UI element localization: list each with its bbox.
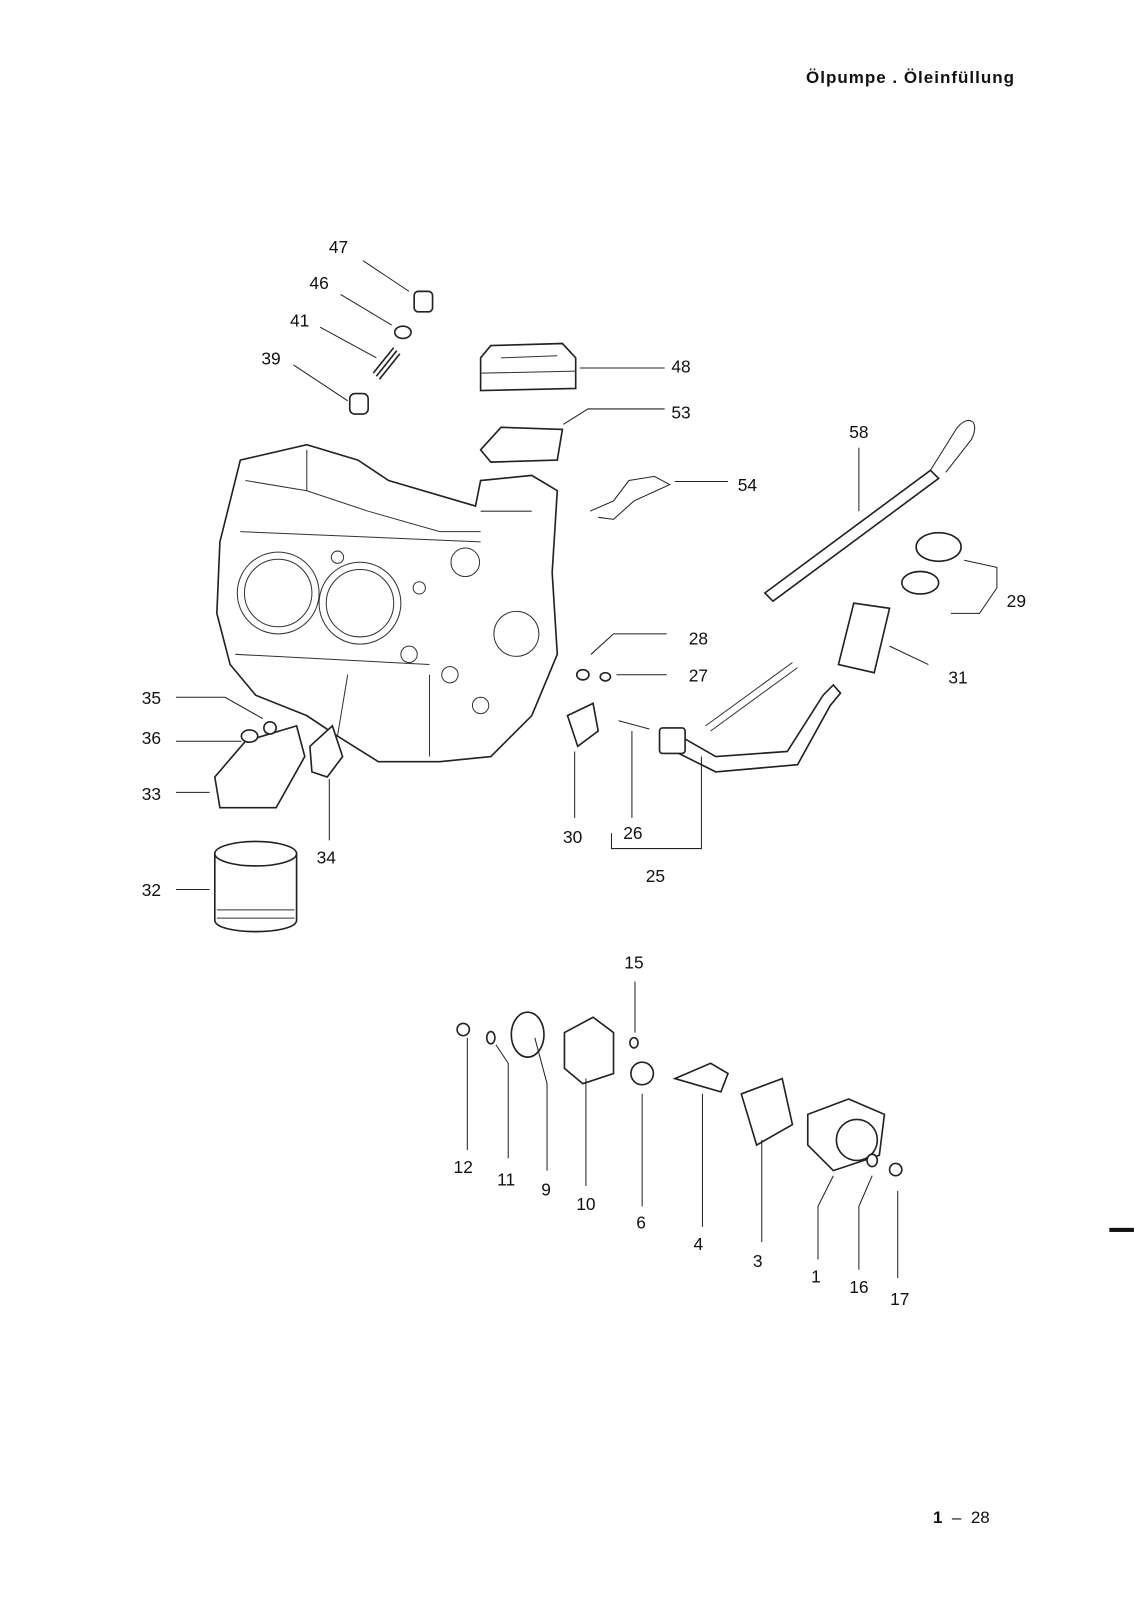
oil-filter-drawing [213, 720, 344, 933]
callout-16: 16 [849, 1277, 868, 1297]
callout-41: 41 [290, 311, 309, 331]
callout-29: 29 [1007, 591, 1026, 611]
oil-cooler-cover-drawing [479, 342, 671, 520]
callout-33: 33 [142, 784, 161, 804]
page-number: 1 – 28 [933, 1508, 990, 1528]
callout-27: 27 [689, 665, 708, 685]
oil-pump-parts-drawing [456, 1011, 903, 1177]
callout-54: 54 [738, 475, 758, 495]
engine-case-drawing [216, 443, 559, 763]
callout-35: 35 [142, 688, 161, 708]
callout-46: 46 [309, 273, 328, 293]
page-title: Ölpumpe . Öleinfüllung [806, 68, 1015, 87]
callout-26: 26 [623, 823, 642, 843]
leader-lines [175, 260, 998, 1278]
callout-31: 31 [948, 667, 967, 687]
callout-28: 28 [689, 629, 708, 649]
callout-32: 32 [142, 880, 161, 900]
section-number: 1 [933, 1508, 943, 1527]
section-edge-mark [1109, 1227, 1134, 1232]
filler-neck-drawing [566, 531, 962, 773]
dipstick-drawing [763, 419, 976, 603]
relief-valve-parts-drawing [348, 290, 434, 415]
callout-58: 58 [849, 422, 868, 442]
callout-34: 34 [317, 847, 337, 867]
callout-47: 47 [329, 237, 348, 257]
callout-9: 9 [541, 1180, 551, 1200]
callout-11: 11 [497, 1169, 515, 1189]
callout-17: 17 [890, 1289, 909, 1309]
callout-15: 15 [624, 953, 643, 973]
callout-25: 25 [646, 866, 665, 886]
callout-1: 1 [811, 1267, 821, 1287]
callout-3: 3 [753, 1251, 763, 1271]
callout-30: 30 [563, 827, 582, 847]
callout-39: 39 [261, 348, 280, 368]
callout-36: 36 [142, 728, 161, 748]
page-number-value: 28 [970, 1508, 990, 1527]
callout-12: 12 [454, 1157, 473, 1177]
callout-48: 48 [671, 357, 690, 377]
callout-53: 53 [671, 403, 690, 423]
page-number-separator: – [951, 1508, 962, 1527]
callout-6: 6 [636, 1212, 646, 1232]
callout-4: 4 [694, 1234, 704, 1254]
callout-10: 10 [576, 1194, 595, 1214]
callout-labels: 47 46 41 39 48 53 58 54 29 28 27 31 35 3… [142, 237, 1026, 1309]
